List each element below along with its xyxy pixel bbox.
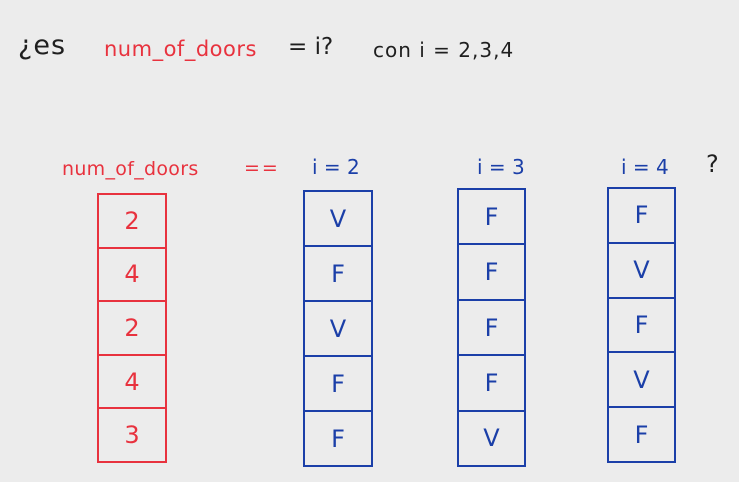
result-cell-i4: F: [634, 420, 649, 449]
num-of-doors-cell: 4: [99, 356, 165, 410]
result-cell-i4: V: [609, 244, 674, 299]
header-i4: i = 4: [621, 155, 669, 179]
result-cell-i4: F: [609, 299, 674, 354]
num-of-doors-cell: 2: [99, 302, 165, 356]
result-cell-i2: V: [305, 192, 371, 247]
result-column-i2: V F V F F: [303, 190, 373, 467]
result-cell-i3: F: [459, 245, 524, 301]
num-of-doors-cell: 2: [99, 195, 165, 249]
result-cell-i4: V: [609, 353, 674, 409]
result-cell-i3: F: [459, 301, 524, 357]
result-cell-i3: F: [459, 190, 524, 246]
question-equals: = i?: [288, 34, 334, 60]
question-prefix: ¿es: [18, 30, 67, 61]
result-cell-i4: F: [609, 189, 674, 244]
question-condition: con i = 2,3,4: [373, 38, 515, 62]
header-i3: i = 3: [477, 155, 525, 179]
header-operator: ==: [244, 157, 280, 179]
header-variable: num_of_doors: [62, 158, 199, 180]
header-i2: i = 2: [312, 155, 360, 179]
result-cell-i2: F: [305, 247, 371, 302]
result-cell-i3: F: [459, 356, 524, 412]
question-variable: num_of_doors: [104, 37, 257, 61]
result-column-i3: F F F F V: [457, 188, 526, 467]
num-of-doors-cell: 3: [124, 421, 140, 450]
result-cell-i2: F: [331, 424, 345, 453]
num-of-doors-column: 2 4 2 4 3: [97, 193, 167, 463]
result-column-i4: F V F V F: [607, 187, 676, 463]
num-of-doors-cell: 4: [99, 249, 165, 303]
header-question-mark: ?: [706, 150, 719, 178]
result-cell-i3: V: [483, 424, 500, 453]
result-cell-i2: V: [305, 302, 371, 357]
result-cell-i2: F: [305, 357, 371, 412]
